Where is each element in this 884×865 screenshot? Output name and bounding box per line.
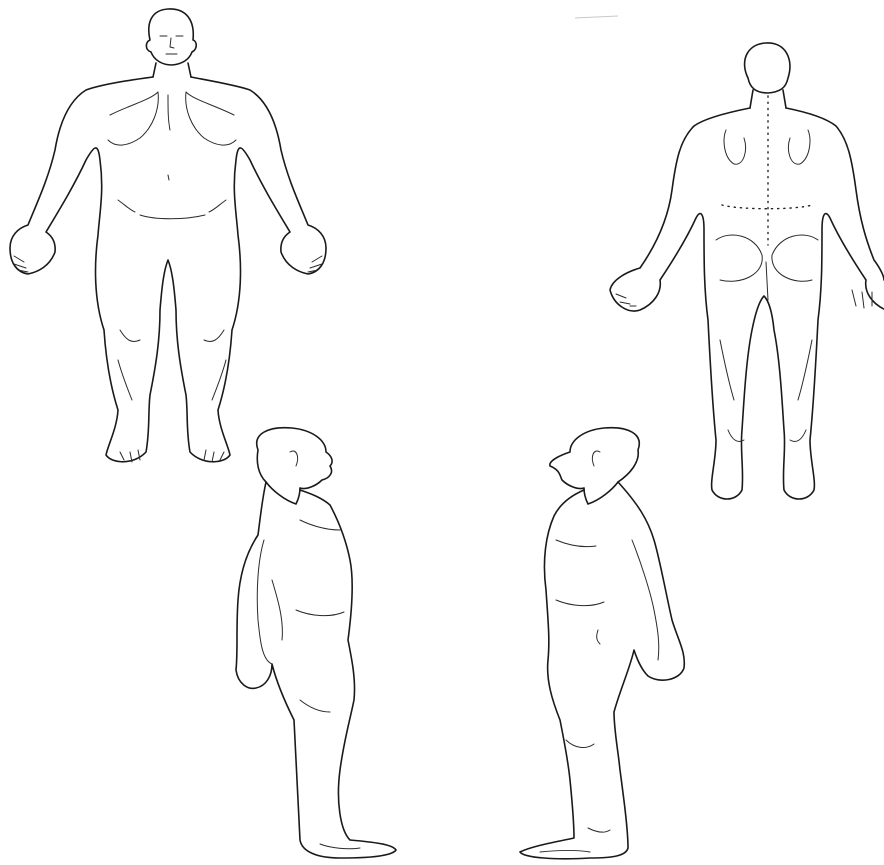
body-front-view [10, 9, 326, 462]
front-legs-detail [118, 330, 226, 400]
body-left-side-view [520, 428, 684, 859]
right-side-ear [290, 451, 298, 466]
left-side-arm [632, 540, 659, 660]
back-silhouette [610, 108, 884, 499]
left-side-foot [540, 828, 610, 852]
front-abdomen [118, 175, 226, 219]
back-legs-detail [720, 340, 812, 442]
front-hands [14, 256, 322, 462]
right-side-silhouette [236, 482, 396, 858]
body-right-side-view [236, 428, 396, 858]
front-head [146, 9, 196, 65]
scan-artifact [575, 16, 618, 18]
body-back-view [610, 43, 884, 499]
back-right-arm [786, 108, 884, 280]
left-side-torso-detail [556, 540, 604, 747]
back-shoulder-blades [724, 130, 810, 164]
right-side-foot [320, 844, 360, 849]
right-side-torso-detail [296, 520, 344, 712]
left-side-silhouette [520, 482, 684, 859]
right-side-head [257, 428, 332, 504]
back-head [745, 43, 790, 93]
right-side-arm [257, 540, 282, 664]
left-side-ear [592, 451, 600, 466]
back-buttocks [716, 235, 818, 300]
back-lower-back [722, 205, 812, 209]
front-silhouette [10, 77, 326, 462]
left-side-head [550, 428, 639, 504]
front-chest [108, 92, 236, 145]
front-face [160, 36, 183, 54]
